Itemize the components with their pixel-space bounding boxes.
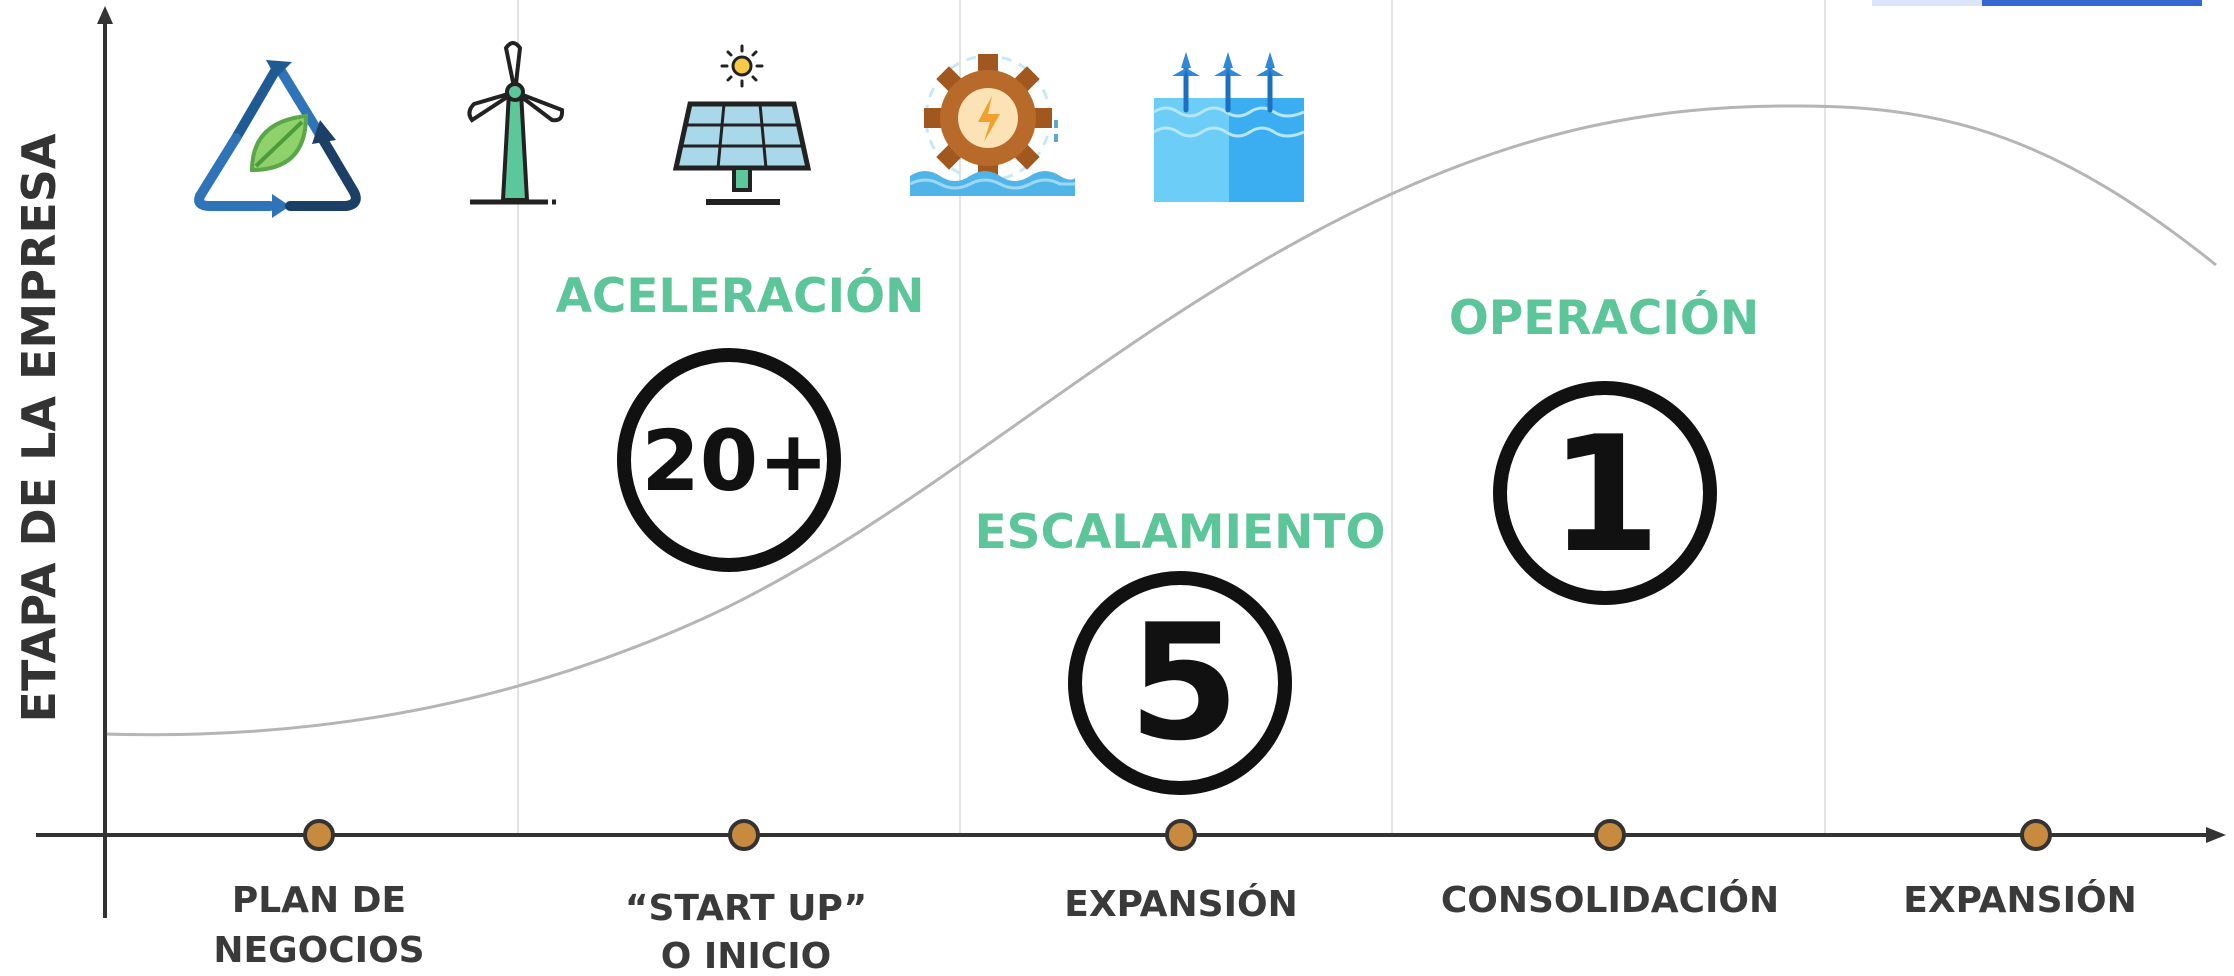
y-axis bbox=[97, 6, 113, 918]
top-accent-bar bbox=[1982, 0, 2202, 6]
hydro-turbine-icon bbox=[909, 54, 1075, 196]
count-value: 5 bbox=[1128, 589, 1239, 776]
count-value: 1 bbox=[1549, 401, 1660, 588]
count-circle: 1 bbox=[1493, 381, 1717, 605]
milestone-dot bbox=[1594, 819, 1626, 851]
milestone-dot bbox=[1165, 819, 1197, 851]
phase-label-line1: EXPANSIÓN bbox=[1903, 879, 2136, 921]
top-accent-bar-light bbox=[1872, 0, 1982, 6]
phase-label-line2: O INICIO bbox=[661, 936, 831, 976]
phase-labels: PLAN DE NEGOCIOS “START UP” O INICIO EXP… bbox=[213, 879, 2136, 976]
count-circle: 5 bbox=[1068, 571, 1292, 795]
count-value: 20+ bbox=[641, 412, 828, 510]
phase-label-line1: PLAN DE bbox=[232, 880, 406, 921]
phase-label-line2: NEGOCIOS bbox=[213, 930, 424, 971]
stage-title: ESCALAMIENTO bbox=[975, 505, 1386, 560]
milestone-dot bbox=[303, 819, 335, 851]
count-circle: 20+ bbox=[617, 348, 841, 572]
milestone-dot bbox=[2020, 819, 2052, 851]
phase-label-line1: “START UP” bbox=[625, 888, 867, 929]
growth-curve bbox=[104, 104, 2217, 737]
y-axis-label: ETAPA DE LA EMPRESA bbox=[12, 133, 66, 722]
recycle-leaf-icon bbox=[194, 60, 361, 218]
milestone-dots bbox=[303, 819, 2052, 851]
offshore-wind-icon bbox=[1153, 52, 1305, 202]
phase-label-line1: EXPANSIÓN bbox=[1064, 883, 1297, 925]
stage-title: ACELERACIÓN bbox=[556, 269, 925, 324]
milestone-dot bbox=[728, 819, 760, 851]
wind-turbine-icon bbox=[467, 41, 565, 205]
phase-label-line1: CONSOLIDACIÓN bbox=[1441, 879, 1779, 921]
x-axis bbox=[36, 827, 2226, 843]
solar-panel-icon bbox=[672, 44, 812, 205]
stage-title: OPERACIÓN bbox=[1449, 291, 1759, 346]
